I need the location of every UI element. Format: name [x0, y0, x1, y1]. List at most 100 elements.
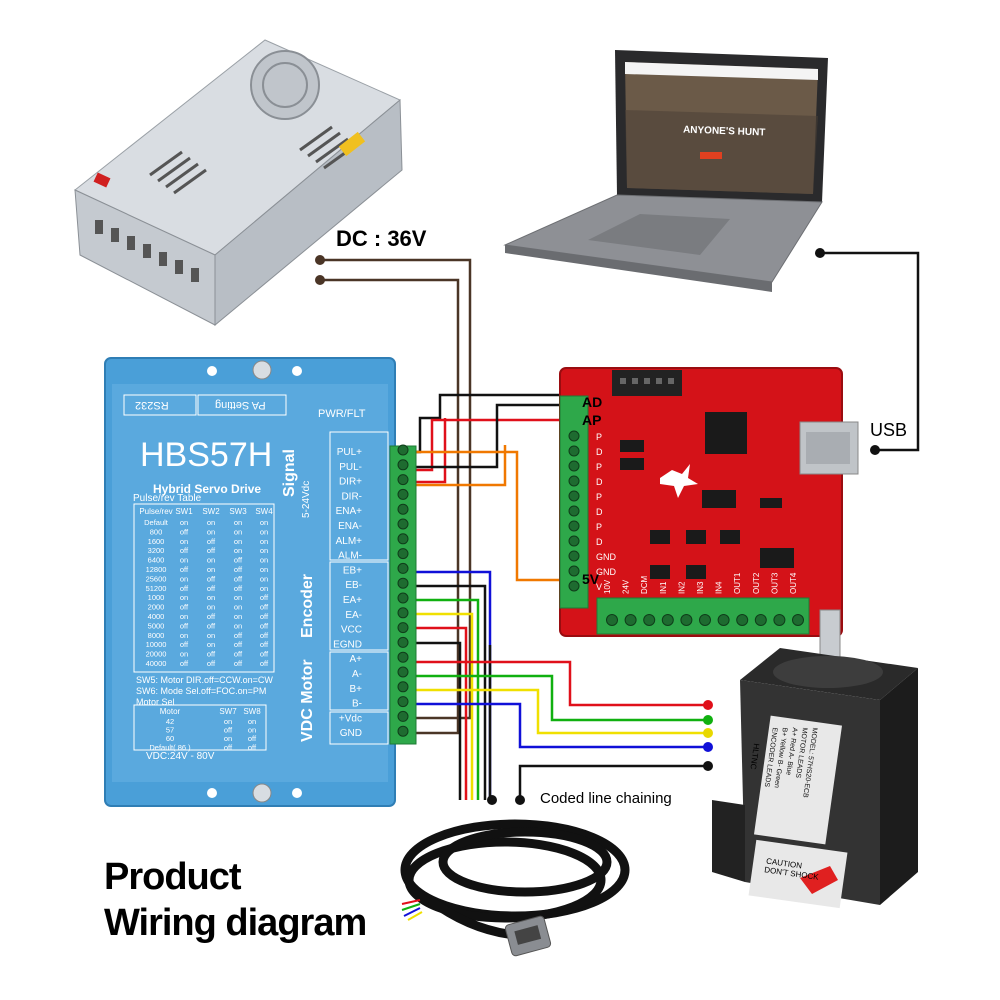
controller-pin-label: D [596, 447, 603, 457]
terminal-label: A+ [349, 654, 362, 665]
drive-subtitle: Hybrid Servo Drive [153, 482, 262, 496]
motor-table-cell: off [224, 726, 233, 735]
controller-bottom-pin-label: IN4 [715, 581, 724, 594]
terminal-label: PUL+ [337, 447, 362, 458]
table-cell: off [234, 631, 243, 640]
terminal-screw [397, 696, 409, 708]
controller-pin-label: GND [596, 552, 617, 562]
terminal-label: EA- [345, 610, 362, 621]
terminal-label: VCC [341, 625, 362, 636]
table-cell: off [260, 650, 269, 659]
controller-screw [568, 445, 580, 457]
table-cell: on [234, 537, 242, 546]
motor-table-cell: on [224, 717, 232, 726]
table-cell: on [207, 565, 215, 574]
terminal-label: ALM- [338, 551, 362, 562]
table-cell: off [180, 527, 189, 536]
controller-screw [568, 550, 580, 562]
table-cell: 1600 [148, 537, 165, 546]
table-header: SW1 [175, 507, 193, 516]
table-cell: off [234, 574, 243, 583]
motor-table-cell: on [248, 717, 256, 726]
motor-table-cell: 60 [166, 734, 174, 743]
ad-label: AD [582, 394, 603, 410]
terminal-label: A- [352, 669, 362, 680]
table-cell: 4000 [148, 612, 165, 621]
table-cell: 10000 [146, 640, 167, 649]
table-cell: off [180, 603, 189, 612]
controller-bottom-screw [624, 614, 637, 626]
table-cell: on [260, 546, 268, 555]
controller-pin-label: P [596, 462, 602, 472]
table-cell: off [180, 584, 189, 593]
table-cell: off [207, 612, 216, 621]
table-cell: on [180, 574, 188, 583]
pa-setting-label: PA Setting [215, 399, 266, 411]
table-cell: on [180, 612, 188, 621]
stepper-motor [712, 609, 918, 909]
table-cell: on [260, 518, 268, 527]
table-cell: Default [144, 518, 169, 527]
controller-bottom-screw [717, 614, 730, 626]
controller-bottom-screw [680, 614, 693, 626]
table-cell: on [234, 603, 242, 612]
terminal-label: GND [340, 728, 362, 739]
terminal-screw [397, 562, 409, 574]
table-cell: off [207, 621, 216, 630]
terminal-screw [397, 710, 409, 722]
terminal-screw [397, 459, 409, 471]
terminal-label: DIR+ [339, 477, 362, 488]
controller-bottom-pin-label: DCM [640, 575, 649, 594]
table-cell: on [260, 584, 268, 593]
terminal-screw [397, 666, 409, 678]
motor-sel-title: Motor Sel [136, 697, 175, 707]
controller-screw [568, 430, 580, 442]
table-header: Pulse/rev [139, 507, 172, 516]
title-wiring-diagram: Wiring diagram [104, 902, 367, 944]
terminal-label: ENA+ [336, 506, 363, 517]
table-cell: 800 [150, 527, 163, 536]
table-cell: on [180, 537, 188, 546]
pulse-table-title: Pulse/rev Table [133, 493, 202, 504]
terminal-screw [397, 503, 409, 515]
table-cell: off [234, 640, 243, 649]
laptop [503, 50, 828, 292]
terminal-screw [397, 533, 409, 545]
table-header: SW2 [202, 507, 220, 516]
terminal-screw [397, 444, 409, 456]
table-cell: 6400 [148, 556, 165, 565]
table-cell: on [180, 556, 188, 565]
table-cell: off [260, 612, 269, 621]
table-cell: off [207, 650, 216, 659]
table-cell: on [260, 537, 268, 546]
terminal-screw [397, 518, 409, 530]
terminal-screw [397, 548, 409, 560]
table-cell: off [180, 621, 189, 630]
terminal-screw [397, 488, 409, 500]
controller-bottom-screw [792, 614, 804, 626]
controller-bottom-pin-label: 24V [622, 579, 631, 594]
pwr-flt-label: PWR/FLT [318, 408, 366, 420]
vdc-range: VDC:24V - 80V [146, 751, 215, 762]
table-cell: on [207, 640, 215, 649]
table-cell: on [180, 650, 188, 659]
motor-table-cell: 42 [166, 717, 174, 726]
table-cell: on [260, 527, 268, 536]
table-header: SW4 [255, 507, 273, 516]
controller-bottom-screw [754, 614, 767, 626]
table-cell: on [207, 518, 215, 527]
terminal-label: B- [352, 699, 362, 710]
table-cell: on [180, 631, 188, 640]
table-cell: on [234, 621, 242, 630]
motor-table-cell: on [248, 726, 256, 735]
table-cell: 25600 [146, 574, 167, 583]
table-cell: on [260, 574, 268, 583]
table-cell: 1000 [148, 593, 165, 602]
controller-bottom-pin-label: 10V [603, 579, 612, 594]
table-cell: 20000 [146, 650, 167, 659]
table-cell: off [234, 565, 243, 574]
